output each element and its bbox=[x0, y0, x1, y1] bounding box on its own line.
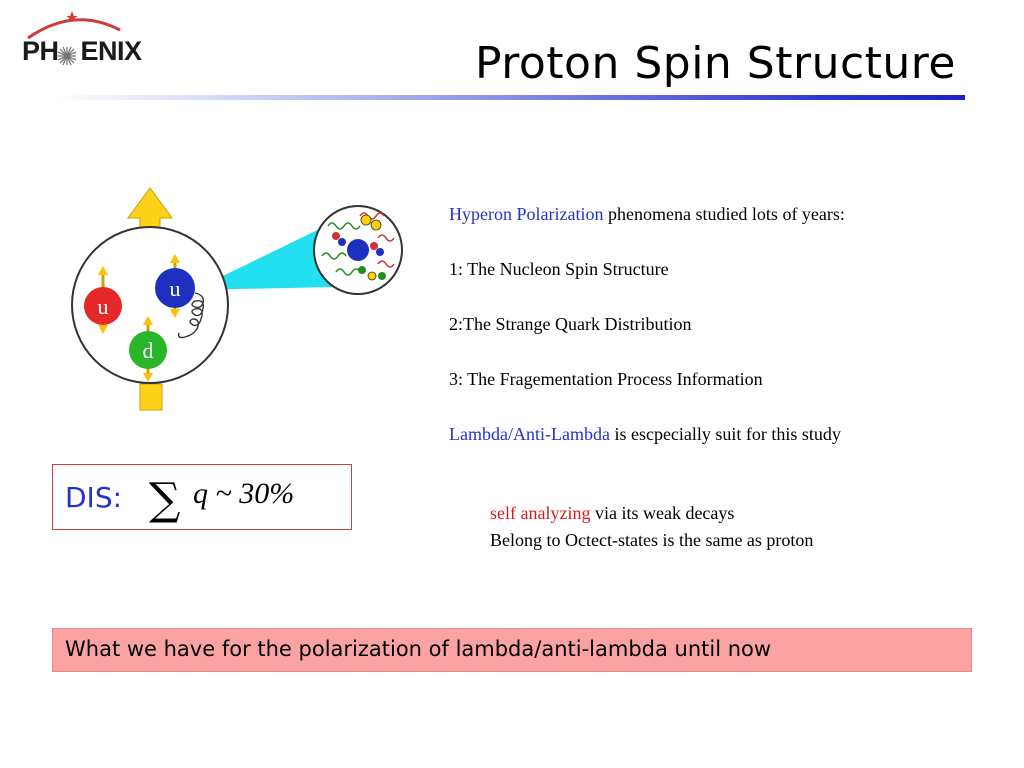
quark-arrow-icon bbox=[143, 316, 153, 325]
quark-d-green bbox=[129, 331, 167, 369]
sea-gluon-icon bbox=[321, 252, 347, 260]
dis-label: DIS: bbox=[65, 481, 123, 514]
sea-quark-blue bbox=[338, 238, 346, 246]
sea-quark-green bbox=[358, 266, 366, 274]
quark-arrow-icon bbox=[170, 309, 180, 318]
banner-text: What we have for the polarization of lam… bbox=[65, 637, 772, 661]
sea-quark-yellow bbox=[360, 214, 372, 226]
point-1: 1: The Nucleon Spin Structure bbox=[449, 259, 669, 279]
sea-gluon-icon bbox=[335, 268, 361, 276]
self-analyzing-text: via its weak decays bbox=[590, 503, 735, 523]
sea-quark-green bbox=[378, 272, 386, 280]
sea-quark-blue bbox=[347, 239, 369, 261]
main-points: Hyperon Polarization phenomena studied l… bbox=[449, 205, 1009, 480]
sea-quark-blue bbox=[376, 248, 384, 256]
lambda-text: is escpecially suit for this study bbox=[609, 424, 841, 444]
proton-diagram: u u d bbox=[71, 187, 403, 411]
self-analyzing-line: self analyzing via its weak decays bbox=[490, 500, 813, 527]
sea-gluon-icon bbox=[377, 260, 395, 268]
quark-arrow-icon bbox=[143, 373, 153, 382]
sea-quark-red bbox=[370, 242, 378, 250]
logo-text-right: ENIX bbox=[80, 36, 143, 66]
hyperon-highlight: Hyperon Polarization bbox=[449, 204, 604, 224]
logo-text-left: PH bbox=[22, 36, 59, 66]
slide-title: Proton Spin Structure bbox=[475, 38, 956, 89]
sea-gluon-icon bbox=[327, 222, 361, 230]
quark-d-green-label: d bbox=[143, 338, 154, 363]
lambda-highlight: Lambda/Anti-Lambda bbox=[449, 424, 610, 444]
logo-wordmark: PH ENIX bbox=[22, 36, 142, 67]
sigma-symbol: ∑ bbox=[149, 474, 180, 525]
logo-burst-icon bbox=[57, 46, 77, 66]
quark-u-blue bbox=[155, 268, 195, 308]
quark-u-red-label: u bbox=[98, 294, 109, 319]
intro-line: Hyperon Polarization phenomena studied l… bbox=[449, 205, 1009, 223]
proton-circle bbox=[71, 226, 229, 384]
point-3: 3: The Fragementation Process Informatio… bbox=[449, 369, 763, 389]
sea-gluon-icon bbox=[359, 212, 385, 220]
lambda-line: Lambda/Anti-Lambda is escpecially suit f… bbox=[449, 425, 1009, 443]
quark-u-red bbox=[84, 287, 122, 325]
spin-arrow-top-icon bbox=[127, 187, 173, 229]
sea-quark-yellow bbox=[367, 271, 377, 281]
self-analyzing-highlight: self analyzing bbox=[490, 503, 591, 523]
summary-banner: What we have for the polarization of lam… bbox=[52, 628, 972, 672]
logo-graphic bbox=[27, 11, 121, 66]
quark-arrow-icon bbox=[98, 266, 108, 275]
quark-arrow-icon bbox=[170, 254, 180, 263]
sea-quark-yellow bbox=[370, 219, 382, 231]
quark-arrow-icon bbox=[98, 325, 108, 334]
gluon-spring-icon bbox=[177, 292, 205, 339]
intro-text: phenomena studied lots of years: bbox=[603, 204, 845, 224]
title-underline bbox=[55, 95, 965, 100]
sub-points: self analyzing via its weak decays Belon… bbox=[490, 500, 813, 554]
sea-quark-red bbox=[332, 232, 340, 240]
formula-text: q ~ 30% bbox=[193, 477, 294, 510]
point-2: 2:The Strange Quark Distribution bbox=[449, 314, 692, 334]
phenix-logo: PH ENIX bbox=[14, 8, 144, 70]
spin-arrow-bottom-icon bbox=[139, 383, 163, 411]
sea-gluon-icon bbox=[377, 234, 395, 242]
logo-star-icon bbox=[66, 11, 78, 22]
dis-formula: ∑ q ~ 30% bbox=[149, 474, 294, 525]
octet-line: Belong to Octect-states is the same as p… bbox=[490, 530, 814, 550]
dis-box: DIS: ∑ q ~ 30% bbox=[52, 464, 352, 530]
quark-u-blue-label: u bbox=[170, 276, 181, 301]
